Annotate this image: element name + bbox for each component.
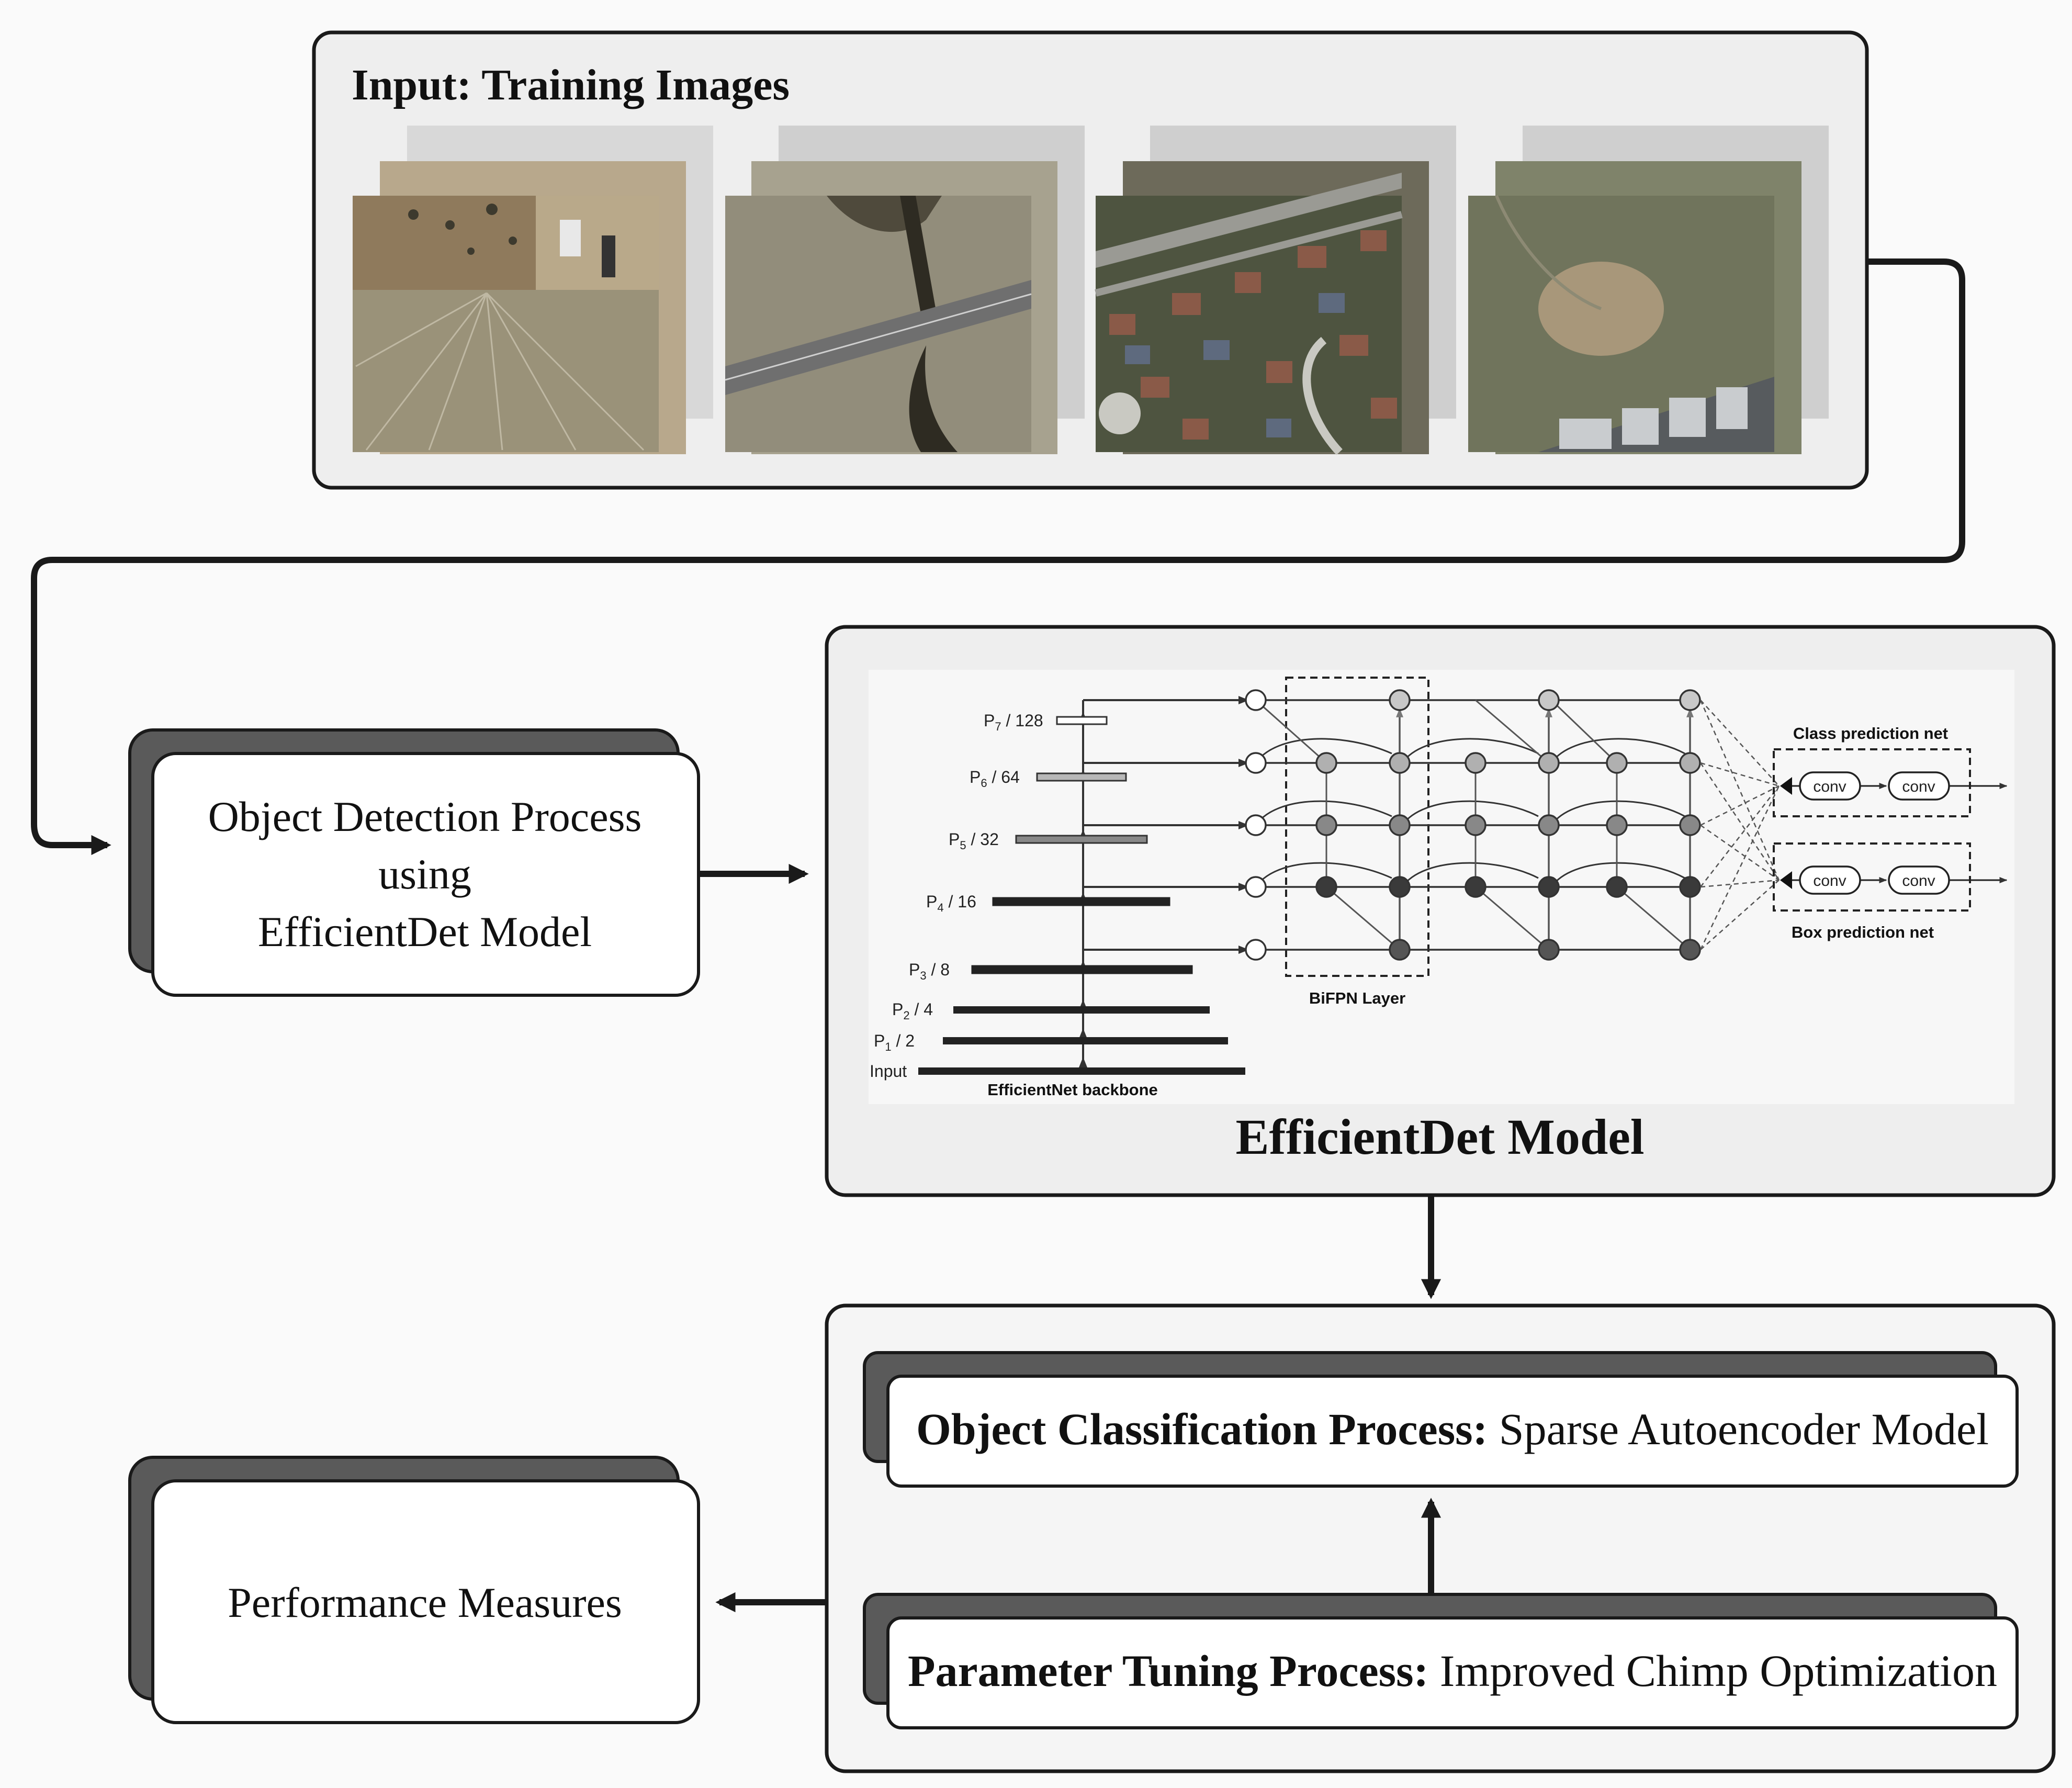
bifpn-layer-box xyxy=(1285,677,1429,977)
box-net-conv-2-label: conv xyxy=(1902,872,1935,890)
level-label-p5: P5 / 32 xyxy=(949,830,999,852)
detection-label-line-3: EfficientDet Model xyxy=(258,908,592,955)
feature-bar-p5 xyxy=(1015,835,1148,844)
input-level-label: Input xyxy=(870,1062,907,1081)
feature-bar-input xyxy=(918,1067,1245,1075)
level-label-p7: P7 / 128 xyxy=(984,711,1043,733)
class-net-conv-1-label: conv xyxy=(1813,778,1846,795)
level-label-p4: P4 / 16 xyxy=(926,892,976,914)
level-label-p2: P2 / 4 xyxy=(892,1000,933,1022)
detection-label-line-2: using xyxy=(378,850,471,898)
thumbnail-stack-3 xyxy=(1095,126,1456,455)
level-label-p3: P3 / 8 xyxy=(909,960,950,982)
level-label-p6: P6 / 64 xyxy=(970,768,1020,790)
backbone-label: EfficientNet backbone xyxy=(987,1081,1158,1099)
class-net-box xyxy=(1773,748,1971,817)
classification-label: Object Classification Process: Sparse Au… xyxy=(916,1404,1989,1454)
thumbnail-stack-4 xyxy=(1468,126,1829,454)
box-net-box xyxy=(1773,842,1971,912)
connector-input-to-detection xyxy=(31,258,1965,856)
thumbnail-stack-2 xyxy=(725,126,1085,454)
feature-bar-p3 xyxy=(971,965,1193,974)
feature-bar-p6 xyxy=(1036,772,1127,782)
class-net-conv-2-label: conv xyxy=(1902,778,1935,795)
classification-box: Object Classification Process: Sparse Au… xyxy=(863,1351,2019,1488)
tuning-box: Parameter Tuning Process: Improved Chimp… xyxy=(863,1593,2019,1729)
input-panel-title: Input: Training Images xyxy=(352,61,790,109)
feature-bar-p7 xyxy=(1056,716,1108,725)
efficientdet-caption: EfficientDet Model xyxy=(1235,1109,1644,1165)
detection-box: Object Detection Process using Efficient… xyxy=(128,728,700,997)
thumbnail-stack-1 xyxy=(353,126,713,454)
detection-label-line-1: Object Detection Process xyxy=(208,793,642,840)
box-net-label: Box prediction net xyxy=(1792,923,1934,941)
bifpn-label: BiFPN Layer xyxy=(1309,989,1405,1007)
classification-panel: Object Classification Process: Sparse Au… xyxy=(825,1303,2056,1773)
level-label-p1: P1 / 2 xyxy=(874,1031,915,1053)
class-net-label: Class prediction net xyxy=(1793,724,1948,743)
box-net-conv-1-label: conv xyxy=(1813,872,1846,890)
tuning-label: Parameter Tuning Process: Improved Chimp… xyxy=(908,1646,1997,1696)
performance-box: Performance Measures xyxy=(128,1456,700,1724)
feature-bar-p2 xyxy=(953,1006,1210,1014)
performance-label: Performance Measures xyxy=(228,1579,622,1626)
feature-bar-p1 xyxy=(943,1037,1228,1044)
feature-bar-p4 xyxy=(992,897,1170,906)
efficientdet-panel: P7 / 128 P6 / 64 P5 / 32 P4 / 16 P3 / 8 … xyxy=(825,625,2056,1197)
